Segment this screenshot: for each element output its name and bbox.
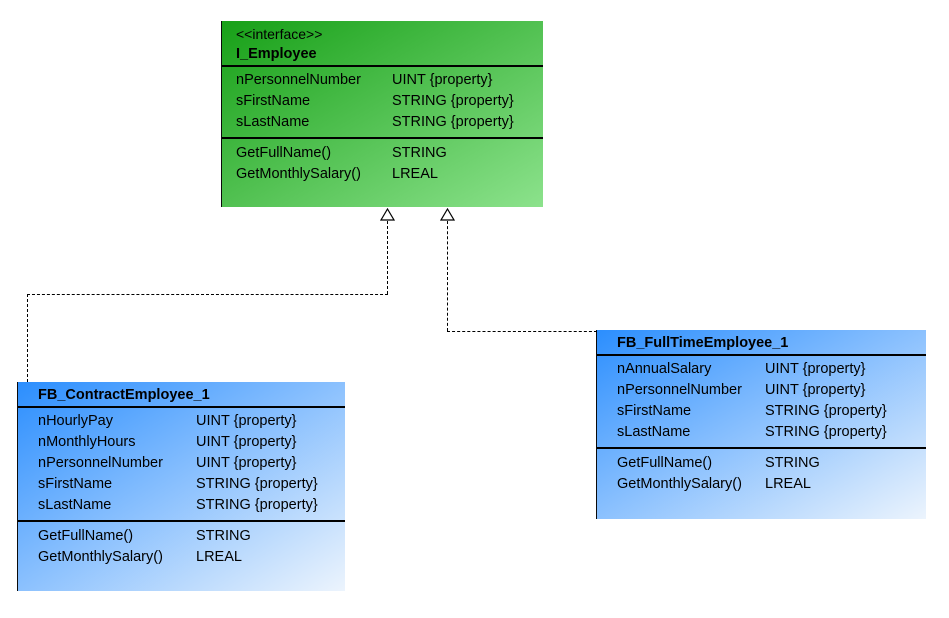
attribute-type: UINT {property} <box>765 382 866 398</box>
edge-segment <box>447 221 448 331</box>
method-name: GetMonthlySalary() <box>236 166 361 182</box>
method-row: GetMonthlySalary() LREAL <box>18 547 345 568</box>
class-box-fb-fulltimeemployee-1[interactable]: FB_FullTimeEmployee_1 nAnnualSalary UINT… <box>596 330 926 519</box>
edge-segment <box>447 331 597 332</box>
attribute-name: nPersonnelNumber <box>38 455 163 471</box>
edge-segment <box>27 294 388 295</box>
attribute-row: nAnnualSalary UINT {property} <box>597 359 926 380</box>
method-name: GetMonthlySalary() <box>617 476 742 492</box>
attribute-type: STRING {property} <box>392 114 514 130</box>
method-return-type: STRING <box>765 455 820 471</box>
attribute-row: sFirstName STRING {property} <box>222 91 543 112</box>
attribute-row: sFirstName STRING {property} <box>18 474 345 495</box>
realization-arrow-icon <box>440 208 455 221</box>
method-return-type: LREAL <box>196 549 242 565</box>
attribute-name: nPersonnelNumber <box>617 382 742 398</box>
attribute-row: nHourlyPay UINT {property} <box>18 411 345 432</box>
method-return-type: STRING <box>392 145 447 161</box>
attribute-type: UINT {property} <box>765 361 866 377</box>
method-return-type: LREAL <box>392 166 438 182</box>
method-name: GetMonthlySalary() <box>38 549 163 565</box>
class-name: FB_FullTimeEmployee_1 <box>617 335 789 351</box>
class-header: <<interface>> I_Employee <box>222 21 543 67</box>
attribute-type: UINT {property} <box>196 413 297 429</box>
method-return-type: STRING <box>196 528 251 544</box>
class-header: FB_ContractEmployee_1 <box>18 382 345 408</box>
method-name: GetFullName() <box>617 455 713 471</box>
attribute-row: sLastName STRING {property} <box>222 112 543 133</box>
attribute-type: UINT {property} <box>392 72 493 88</box>
stereotype-label: <<interface>> <box>236 26 323 42</box>
class-box-i-employee[interactable]: <<interface>> I_Employee nPersonnelNumbe… <box>221 21 543 207</box>
attribute-name: sFirstName <box>236 93 311 109</box>
edge-segment <box>27 294 28 382</box>
class-name: I_Employee <box>236 46 317 62</box>
attribute-name: nMonthlyHours <box>38 434 136 450</box>
attribute-type: UINT {property} <box>196 455 297 471</box>
attribute-type: STRING {property} <box>392 93 514 109</box>
methods-section: GetFullName() STRING GetMonthlySalary() … <box>222 139 543 189</box>
attribute-row: nPersonnelNumber UINT {property} <box>222 70 543 91</box>
method-return-type: LREAL <box>765 476 811 492</box>
method-row: GetFullName() STRING <box>18 526 345 547</box>
method-name: GetFullName() <box>38 528 134 544</box>
attribute-type: STRING {property} <box>196 476 318 492</box>
attribute-name: sFirstName <box>38 476 113 492</box>
methods-section: GetFullName() STRING GetMonthlySalary() … <box>18 522 345 572</box>
attribute-row: nPersonnelNumber UINT {property} <box>18 453 345 474</box>
attribute-name: nPersonnelNumber <box>236 72 361 88</box>
methods-section: GetFullName() STRING GetMonthlySalary() … <box>597 449 926 499</box>
attribute-row: nMonthlyHours UINT {property} <box>18 432 345 453</box>
attributes-section: nAnnualSalary UINT {property} nPersonnel… <box>597 356 926 449</box>
attributes-section: nPersonnelNumber UINT {property} sFirstN… <box>222 67 543 139</box>
realization-arrow-icon <box>380 208 395 221</box>
attribute-name: sLastName <box>617 424 691 440</box>
class-header: FB_FullTimeEmployee_1 <box>597 330 926 356</box>
class-name: FB_ContractEmployee_1 <box>38 387 210 403</box>
method-name: GetFullName() <box>236 145 332 161</box>
class-box-fb-contractemployee-1[interactable]: FB_ContractEmployee_1 nHourlyPay UINT {p… <box>17 382 345 591</box>
attribute-type: UINT {property} <box>196 434 297 450</box>
attribute-name: sLastName <box>236 114 310 130</box>
attribute-type: STRING {property} <box>765 403 887 419</box>
method-row: GetMonthlySalary() LREAL <box>222 164 543 185</box>
attribute-name: sLastName <box>38 497 112 513</box>
attribute-type: STRING {property} <box>765 424 887 440</box>
attributes-section: nHourlyPay UINT {property} nMonthlyHours… <box>18 408 345 522</box>
attribute-row: sLastName STRING {property} <box>18 495 345 516</box>
attribute-name: nAnnualSalary <box>617 361 712 377</box>
edge-segment <box>387 221 388 294</box>
attribute-row: nPersonnelNumber UINT {property} <box>597 380 926 401</box>
attribute-row: sFirstName STRING {property} <box>597 401 926 422</box>
method-row: GetMonthlySalary() LREAL <box>597 474 926 495</box>
attribute-row: sLastName STRING {property} <box>597 422 926 443</box>
method-row: GetFullName() STRING <box>597 453 926 474</box>
attribute-type: STRING {property} <box>196 497 318 513</box>
method-row: GetFullName() STRING <box>222 143 543 164</box>
attribute-name: nHourlyPay <box>38 413 113 429</box>
attribute-name: sFirstName <box>617 403 692 419</box>
